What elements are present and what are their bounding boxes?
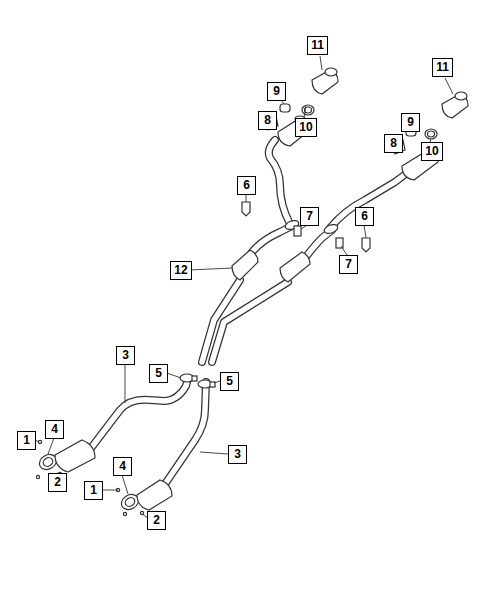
callout-number: 1 <box>84 481 103 500</box>
callout-number: 7 <box>339 255 358 274</box>
callout-number: 8 <box>258 111 277 130</box>
callout-number: 9 <box>267 82 286 101</box>
callout-number: 12 <box>170 261 192 280</box>
callout-number: 10 <box>421 142 443 161</box>
callout-number: 6 <box>237 176 256 195</box>
callout-number: 8 <box>384 134 403 153</box>
callout-number: 5 <box>220 372 239 391</box>
callout-number: 4 <box>113 457 132 476</box>
callout-number: 5 <box>149 364 168 383</box>
callout-number: 7 <box>300 207 319 226</box>
callout-number: 11 <box>307 36 328 55</box>
callout-number: 10 <box>295 118 317 137</box>
callout-number: 1 <box>17 431 36 450</box>
callout-number: 6 <box>355 207 374 226</box>
leader-lines <box>35 56 453 518</box>
callout-number: 3 <box>116 346 135 365</box>
parts <box>36 68 468 516</box>
callout-number: 3 <box>228 445 247 464</box>
callout-number: 2 <box>48 473 67 492</box>
pipes <box>88 140 408 484</box>
callout-number: 4 <box>45 420 64 439</box>
callout-number: 9 <box>401 113 420 132</box>
callout-number: 11 <box>432 58 453 77</box>
callout-number: 2 <box>147 511 166 530</box>
